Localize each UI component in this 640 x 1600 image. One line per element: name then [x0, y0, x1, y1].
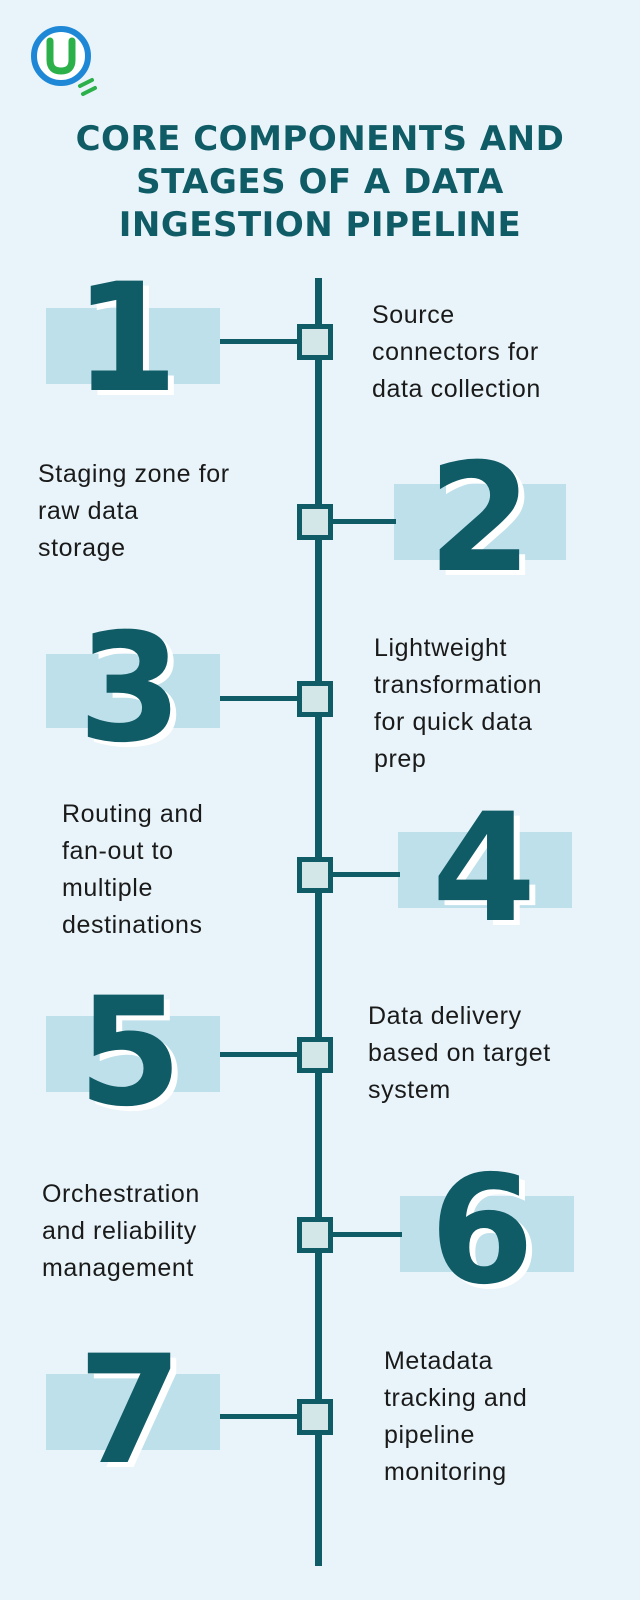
step-2: 2 Staging zone for raw data storage — [0, 440, 640, 600]
label-line: connectors for — [372, 338, 539, 366]
connector-line — [330, 872, 400, 877]
number-backdrop — [46, 654, 220, 728]
label-line: transformation — [374, 671, 543, 699]
step-6: 6 Orchestration and reliability manageme… — [0, 1156, 640, 1316]
label-line: Metadata — [384, 1347, 494, 1375]
step-7: 7 Metadata tracking and pipeline monitor… — [0, 1324, 640, 1498]
timeline-node — [297, 1037, 333, 1073]
step-1: 1 Source connectors for data collection — [0, 262, 640, 422]
label-line: monitoring — [384, 1458, 507, 1486]
step-number: 4 — [431, 782, 537, 956]
step-number: 3 — [77, 602, 183, 776]
connector-line — [330, 1232, 402, 1237]
number-backdrop — [46, 308, 220, 384]
number-backdrop — [400, 1196, 574, 1272]
step-number: 1 — [73, 252, 179, 426]
label-line: Data delivery — [368, 1002, 522, 1030]
label-line: destinations — [62, 911, 203, 939]
label-line: and reliability — [42, 1217, 197, 1245]
timeline-node — [297, 857, 333, 893]
label-line: management — [42, 1254, 194, 1282]
step-3: 3 Lightweight transformation for quick d… — [0, 614, 640, 778]
number-backdrop — [398, 832, 572, 908]
timeline-node — [297, 1217, 333, 1253]
magnifier-logo-icon — [31, 26, 97, 96]
step-number: 7 — [77, 1324, 183, 1498]
label-line: data collection — [372, 375, 541, 403]
timeline-node — [297, 324, 333, 360]
label-line: tracking and — [384, 1384, 528, 1412]
step-number: 6 — [429, 1144, 535, 1318]
connector-line — [220, 1414, 300, 1419]
step-number: 2 — [427, 432, 533, 606]
label-line: based on target — [368, 1039, 551, 1067]
label-line: for quick data — [374, 708, 533, 736]
title-line: CORE COMPONENTS AND — [75, 119, 565, 159]
timeline-node — [297, 1399, 333, 1435]
number-backdrop — [46, 1374, 220, 1450]
step-label: Routing and fan-out to multiple destinat… — [62, 796, 203, 944]
connector-line — [220, 1052, 300, 1057]
connector-line — [330, 519, 396, 524]
step-label: Metadata tracking and pipeline monitorin… — [384, 1343, 527, 1491]
step-5: 5 Data delivery based on target system — [0, 976, 640, 1136]
label-line: Lightweight — [374, 634, 508, 662]
step-label: Lightweight transformation for quick dat… — [374, 630, 542, 778]
label-line: Staging zone for — [38, 460, 230, 488]
label-line: Source — [372, 301, 455, 329]
title-line: INGESTION PIPELINE — [118, 205, 522, 245]
connector-line — [220, 696, 300, 701]
connector-line — [220, 339, 300, 344]
label-line: prep — [374, 745, 427, 773]
label-line: fan-out to — [62, 837, 174, 865]
timeline-node — [297, 504, 333, 540]
page-title: CORE COMPONENTS AND STAGES OF A DATA ING… — [0, 118, 640, 247]
title-line: STAGES OF A DATA — [136, 162, 504, 202]
timeline-node — [297, 681, 333, 717]
number-backdrop — [46, 1016, 220, 1092]
number-backdrop — [394, 484, 566, 560]
label-line: Orchestration — [42, 1180, 200, 1208]
step-4: 4 Routing and fan-out to multiple destin… — [0, 794, 640, 954]
logo — [28, 24, 98, 104]
label-line: multiple — [62, 874, 153, 902]
label-line: raw data — [38, 497, 139, 525]
step-label: Data delivery based on target system — [368, 998, 551, 1109]
timeline-line — [315, 278, 322, 1566]
label-line: Routing and — [62, 800, 204, 828]
label-line: system — [368, 1076, 451, 1104]
label-line: storage — [38, 534, 126, 562]
step-label: Staging zone for raw data storage — [38, 456, 230, 567]
label-line: pipeline — [384, 1421, 475, 1449]
step-label: Source connectors for data collection — [372, 297, 541, 408]
step-label: Orchestration and reliability management — [42, 1176, 200, 1287]
step-number: 5 — [77, 966, 183, 1140]
